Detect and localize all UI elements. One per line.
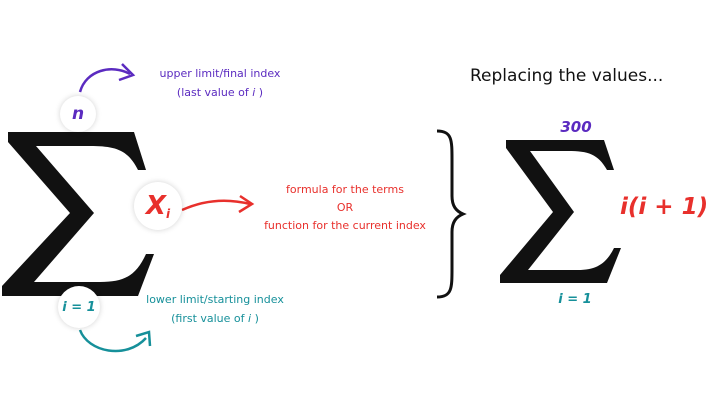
upper-limit-note: upper limit/final index (last value of i…	[130, 64, 310, 102]
lower-limit-circle: i = 1	[58, 286, 100, 328]
term-note-line3: function for the current index	[264, 219, 426, 232]
upper-note-line2: (last value of i )	[176, 86, 264, 99]
term-note-line1: formula for the terms	[286, 183, 404, 196]
upper-limit-symbol: n	[71, 104, 85, 124]
example-lower-limit: i = 1	[558, 292, 592, 307]
lower-note-line1: lower limit/starting index	[146, 293, 284, 306]
example-heading: Replacing the values...	[470, 66, 664, 86]
upper-note-line1: upper limit/final index	[159, 67, 281, 80]
term-expression: Xi	[146, 191, 170, 221]
lower-note-line2: (first value of i )	[171, 312, 259, 325]
lower-limit-symbol: i = 1	[62, 299, 96, 315]
upper-limit-circle: n	[60, 96, 96, 132]
term-subscript: i	[165, 207, 171, 222]
lower-limit-note: lower limit/starting index (first value …	[120, 290, 310, 328]
term-note-line2: OR	[336, 201, 354, 214]
term-note: formula for the terms OR function for th…	[250, 181, 440, 235]
example-expression: i(i + 1)	[620, 194, 709, 220]
term-symbol: X	[145, 190, 166, 221]
example-upper-limit: 300	[560, 118, 592, 136]
term-circle: Xi	[134, 182, 182, 230]
